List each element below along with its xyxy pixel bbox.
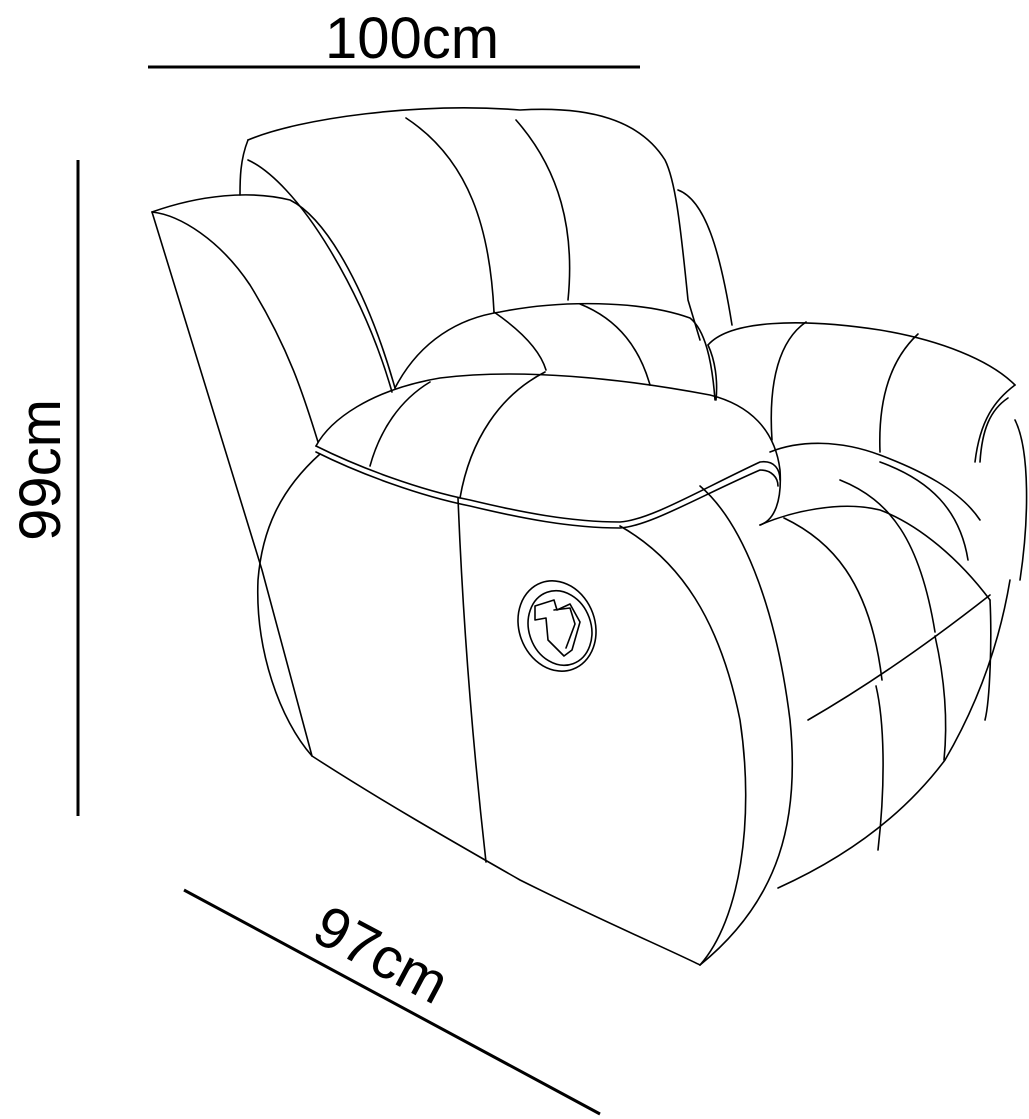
right-armrest-underside <box>707 344 718 401</box>
left-arm-front-panel <box>256 453 701 966</box>
seat-row-2 <box>839 479 936 633</box>
backrest-lower-seam-1 <box>493 311 547 371</box>
left-back-edge <box>151 211 313 757</box>
right-arm-outer <box>1014 419 1028 581</box>
left-wing-inner <box>151 211 319 443</box>
left-wing-outer <box>151 194 396 389</box>
left-armrest-piping-outer <box>315 445 781 523</box>
right-armrest-front <box>974 384 1016 463</box>
left-arm-side-curve <box>619 525 747 966</box>
footrest-side <box>984 599 992 721</box>
depth-dimension-line <box>183 888 601 1116</box>
recline-handle-outer <box>517 580 597 672</box>
backrest-outline <box>247 107 701 341</box>
backrest-lower-seam-2 <box>579 303 651 386</box>
footrest-top <box>807 594 991 721</box>
backrest-seam-1 <box>405 117 495 313</box>
height-label: 99cm <box>8 399 73 541</box>
recliner-drawing <box>151 107 1028 966</box>
recline-lever-icon-inner <box>553 607 576 649</box>
footrest-seam-2 <box>934 635 947 761</box>
seat-row-3 <box>879 461 969 561</box>
recline-handle-inner <box>527 589 593 667</box>
width-dimension: 100cm <box>148 6 640 71</box>
seat-cushion-top <box>769 442 981 521</box>
left-armrest-seam-1 <box>459 371 546 499</box>
right-armrest-piping <box>979 397 1009 463</box>
left-arm-front-seam <box>457 497 487 863</box>
right-armrest-seam-2 <box>878 333 919 453</box>
backrest-right-side <box>677 189 733 326</box>
right-armrest-top <box>707 322 1016 386</box>
left-armrest-piping-inner <box>315 451 779 529</box>
depth-label: 97cm <box>303 893 459 1017</box>
left-armrest-top <box>315 373 782 526</box>
seat-front-edge <box>759 505 991 601</box>
height-dimension: 99cm <box>8 160 80 816</box>
footrest-bottom <box>777 579 1011 889</box>
left-wing-inner-2 <box>247 159 393 393</box>
depth-dimension: 97cm <box>183 888 601 1116</box>
seat-row-1 <box>783 517 883 681</box>
left-armrest-seam-2 <box>369 381 431 467</box>
right-armrest-seam-1 <box>770 321 807 441</box>
left-arm-side-curve-2 <box>699 485 794 966</box>
backrest-lower-cushion <box>394 302 716 401</box>
backrest-left-edge <box>239 139 249 196</box>
recline-lever-icon <box>534 599 581 657</box>
backrest-seam-2 <box>515 119 571 301</box>
width-label: 100cm <box>325 6 499 71</box>
